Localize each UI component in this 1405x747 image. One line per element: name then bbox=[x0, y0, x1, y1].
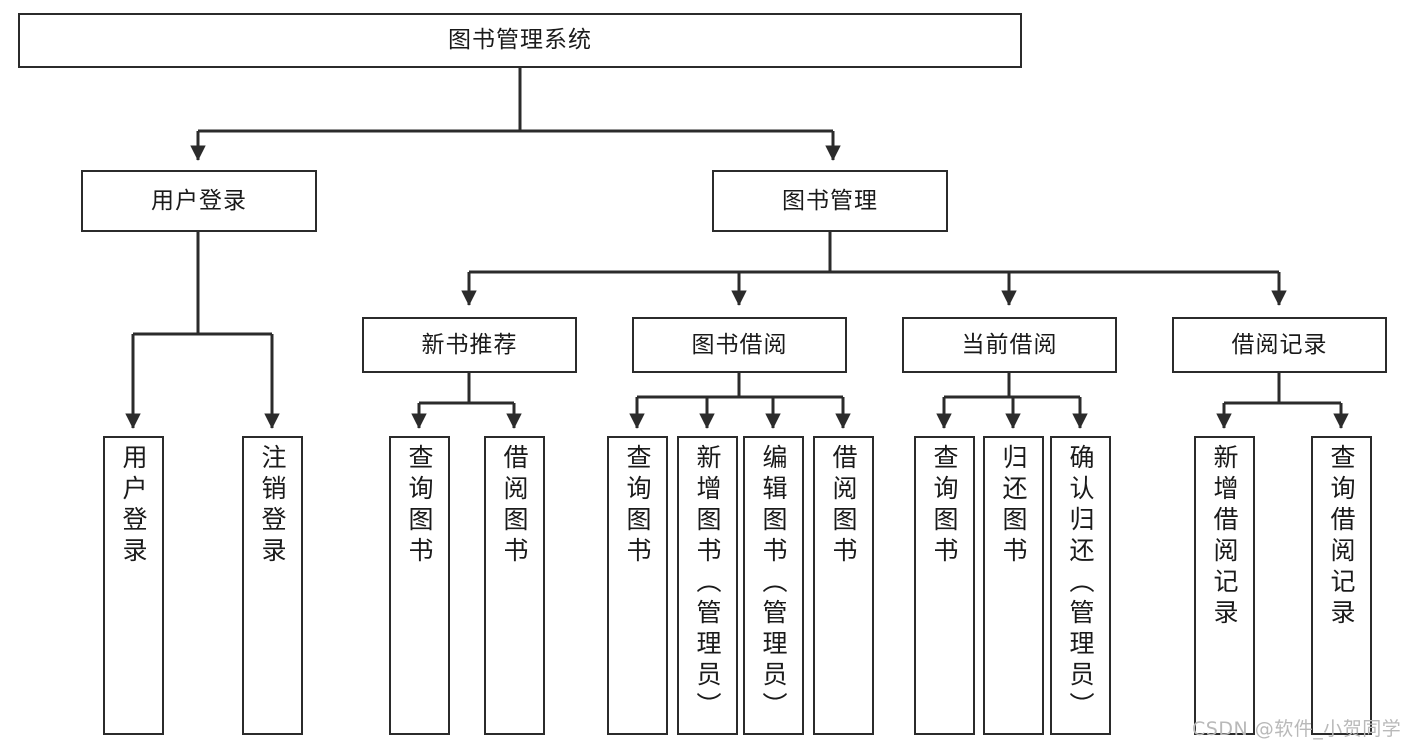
node-label: 借阅图书 bbox=[500, 444, 529, 568]
node-label: 新书推荐 bbox=[421, 331, 518, 358]
leaf-add-borrow-record[interactable]: 新增借阅记录 bbox=[1194, 436, 1255, 735]
node-label: 注销登录 bbox=[258, 444, 287, 568]
node-label: 用户登录 bbox=[119, 444, 148, 568]
node-label: 图书管理系统 bbox=[448, 27, 592, 54]
node-label: 新增图书（管理员） bbox=[693, 444, 722, 723]
node-label: 编辑图书（管理员） bbox=[759, 444, 788, 723]
node-current-borrowing[interactable]: 当前借阅 bbox=[902, 317, 1117, 373]
leaf-confirm-return-admin[interactable]: 确认归还（管理员） bbox=[1050, 436, 1111, 735]
leaf-query-books-recommend[interactable]: 查询图书 bbox=[389, 436, 450, 735]
node-label: 借阅图书 bbox=[829, 444, 858, 568]
leaf-query-books-borrowing[interactable]: 查询图书 bbox=[607, 436, 668, 735]
node-label: 当前借阅 bbox=[961, 331, 1058, 358]
node-label: 用户登录 bbox=[151, 187, 247, 214]
leaf-return-books[interactable]: 归还图书 bbox=[983, 436, 1044, 735]
leaf-edit-book-admin[interactable]: 编辑图书（管理员） bbox=[743, 436, 804, 735]
node-label: 查询图书 bbox=[930, 444, 959, 568]
node-label: 查询图书 bbox=[405, 444, 434, 568]
node-label: 图书管理 bbox=[782, 187, 878, 214]
leaf-user-login[interactable]: 用户登录 bbox=[103, 436, 164, 735]
leaf-add-book-admin[interactable]: 新增图书（管理员） bbox=[677, 436, 738, 735]
node-label: 查询图书 bbox=[623, 444, 652, 568]
node-user-login[interactable]: 用户登录 bbox=[81, 170, 317, 232]
node-label: 图书借阅 bbox=[691, 331, 788, 358]
node-label: 归还图书 bbox=[999, 444, 1028, 568]
node-book-borrowing[interactable]: 图书借阅 bbox=[632, 317, 847, 373]
node-book-management[interactable]: 图书管理 bbox=[712, 170, 948, 232]
leaf-query-books-current[interactable]: 查询图书 bbox=[914, 436, 975, 735]
leaf-logout[interactable]: 注销登录 bbox=[242, 436, 303, 735]
leaf-query-borrow-record[interactable]: 查询借阅记录 bbox=[1311, 436, 1372, 735]
node-label: 借阅记录 bbox=[1231, 331, 1328, 358]
leaf-borrow-books-borrowing[interactable]: 借阅图书 bbox=[813, 436, 874, 735]
leaf-borrow-books-recommend[interactable]: 借阅图书 bbox=[484, 436, 545, 735]
node-borrow-records[interactable]: 借阅记录 bbox=[1172, 317, 1387, 373]
node-label: 新增借阅记录 bbox=[1210, 444, 1239, 630]
node-label: 确认归还（管理员） bbox=[1066, 444, 1095, 723]
node-new-book-recommendation[interactable]: 新书推荐 bbox=[362, 317, 577, 373]
node-root-system[interactable]: 图书管理系统 bbox=[18, 13, 1022, 68]
csdn-watermark: CSDN @软件_小贺同学 bbox=[1192, 718, 1402, 740]
node-label: 查询借阅记录 bbox=[1327, 444, 1356, 630]
